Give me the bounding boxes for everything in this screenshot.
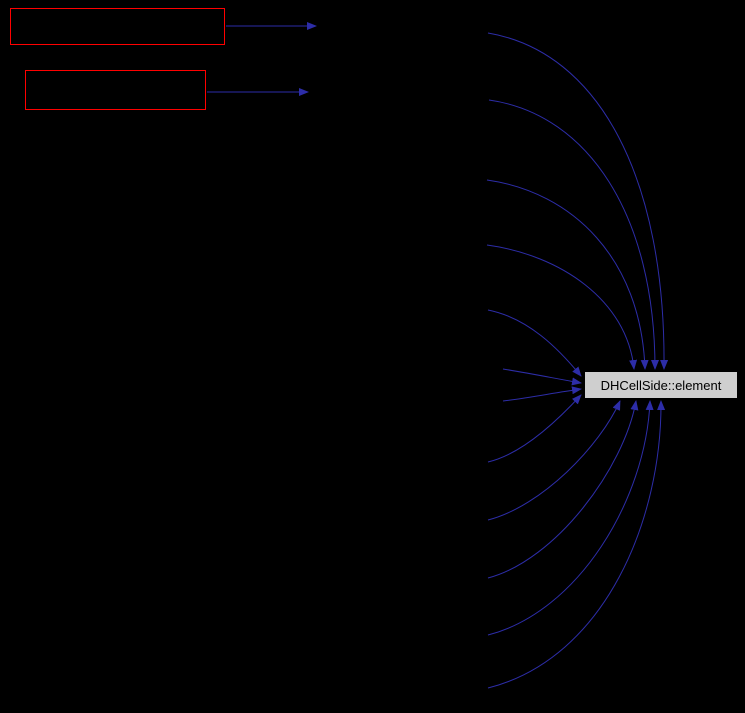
call-graph-edge	[502, 368, 582, 386]
edge-group	[207, 22, 669, 689]
caller-node-red-1[interactable]	[10, 8, 225, 45]
call-graph-edge	[487, 400, 621, 521]
call-graph-edge	[487, 400, 666, 689]
call-graph-edge	[486, 179, 649, 370]
target-node[interactable]: DHCellSide::element	[585, 372, 737, 398]
caller-node-red-2[interactable]	[25, 70, 206, 110]
call-graph-edge	[487, 400, 639, 579]
call-graph-edge	[502, 386, 582, 402]
call-graph-edge	[487, 32, 669, 370]
call-graph-edge	[486, 244, 638, 370]
call-graph-edge	[487, 394, 582, 463]
call-graph-edge	[487, 309, 582, 377]
call-graph-edge	[487, 400, 654, 636]
target-node-label: DHCellSide::element	[600, 377, 722, 393]
call-graph-edge	[488, 99, 659, 370]
